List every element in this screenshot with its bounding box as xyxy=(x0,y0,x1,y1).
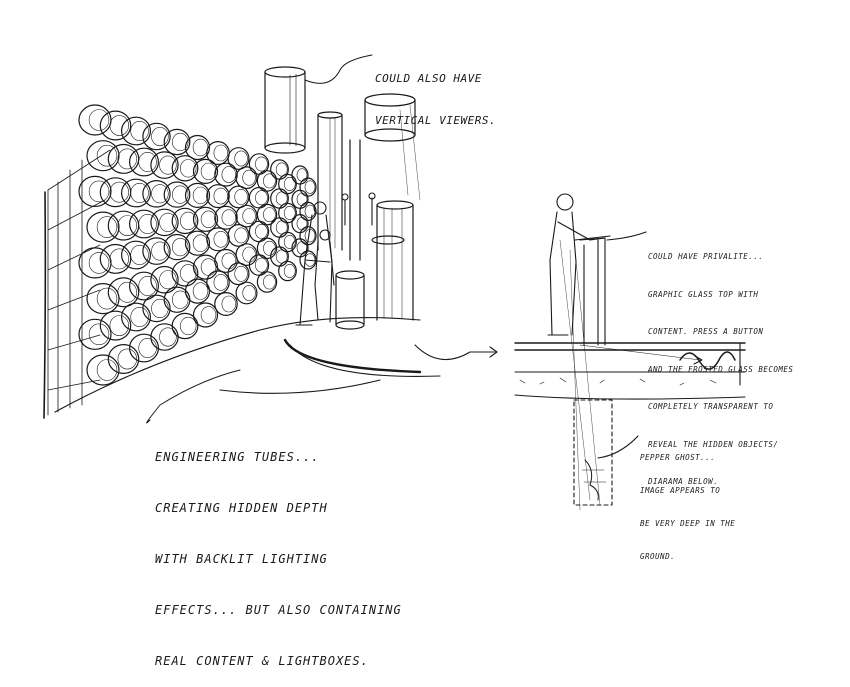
annotation-line: COULD HAVE PRIVALITE... xyxy=(648,252,764,261)
annotation-pepper-ghost: PEPPER GHOST... IMAGE APPEARS TO BE VERY… xyxy=(640,430,735,573)
annotation-line: IMAGE APPEARS TO xyxy=(640,486,721,495)
annotation-privalite: COULD HAVE PRIVALITE... GRAPHIC GLASS TO… xyxy=(648,226,793,501)
annotation-line: PEPPER GHOST... xyxy=(640,453,716,462)
annotation-engineering-tubes: ENGINEERING TUBES... CREATING HIDDEN DEP… xyxy=(155,415,402,687)
annotation-line: CONTENT. PRESS A BUTTON xyxy=(648,327,764,336)
annotation-line: EFFECTS... BUT ALSO CONTAINING xyxy=(155,603,402,617)
annotation-line: AND THE FROSTED GLASS BECOMES xyxy=(648,364,794,374)
annotation-line: GRAPHIC GLASS TOP WITH xyxy=(648,289,759,299)
floor-curve-drawing xyxy=(54,316,441,413)
annotation-line: GROUND. xyxy=(640,552,676,561)
tube-wall-drawing xyxy=(78,104,317,386)
mesh-cage-drawing xyxy=(43,149,111,419)
vertical-viewers-drawing xyxy=(264,66,421,330)
annotation-line: ENGINEERING TUBES... xyxy=(155,450,320,464)
annotation-line: CREATING HIDDEN DEPTH xyxy=(155,501,328,515)
annotation-line: REVEAL THE HIDDEN OBJECTS/ xyxy=(648,439,779,449)
leader-lines xyxy=(146,54,373,424)
annotation-line: WITH BACKLIT LIGHTING xyxy=(155,552,328,566)
annotation-line: DIARAMA BELOW. xyxy=(648,477,719,486)
annotation-line: REAL CONTENT & LIGHTBOXES. xyxy=(155,654,369,668)
annotation-line: BE VERY DEEP IN THE xyxy=(640,519,736,528)
transition-arrow xyxy=(414,344,498,361)
annotation-vertical-viewers: COULD ALSO HAVE VERTICAL VIEWERS. xyxy=(375,44,496,142)
exhibit-concept-sketch xyxy=(43,54,746,511)
annotation-line: COMPLETELY TRANSPARENT TO xyxy=(648,402,774,411)
annotation-line: VERTICAL VIEWERS. xyxy=(375,114,497,127)
annotation-line: COULD ALSO HAVE xyxy=(375,72,482,85)
visitor-figures-drawing xyxy=(295,192,376,326)
section-drawing xyxy=(514,193,746,511)
